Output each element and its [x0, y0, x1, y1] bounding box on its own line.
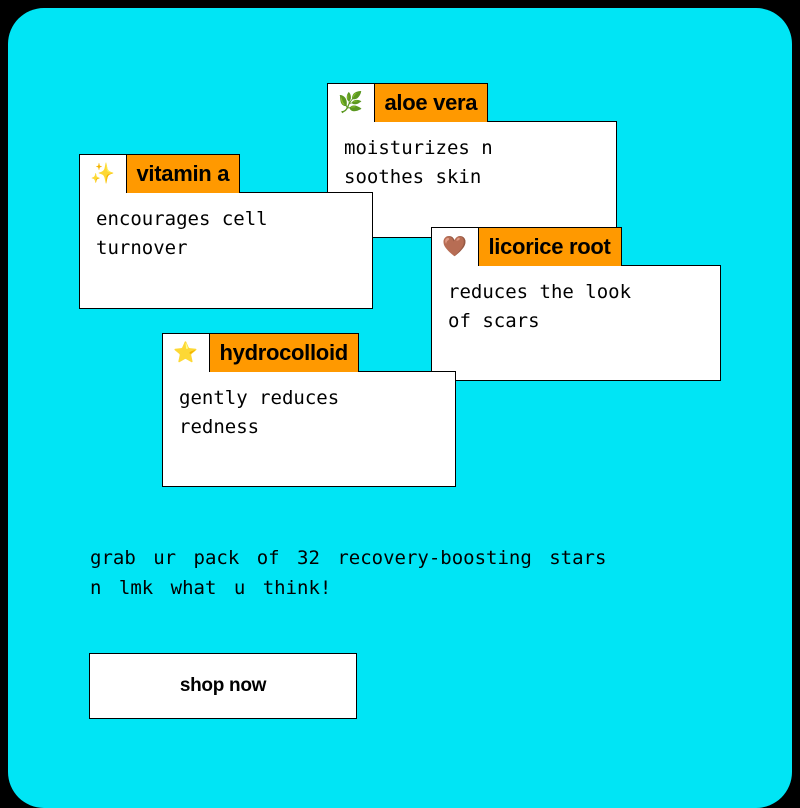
ingredient-card-aloe-vera: 🌿 aloe vera moisturizes n soothes skin [326, 83, 617, 238]
card-title: aloe vera [374, 83, 489, 122]
ingredient-card-vitamin-a: ✨ vitamin a encourages cell turnover [78, 154, 373, 309]
card-description: reduces the look of scars [448, 281, 632, 332]
card-title: vitamin a [126, 154, 241, 193]
card-header: 🤎 licorice root [430, 227, 622, 266]
card-title: licorice root [478, 227, 622, 266]
card-description: encourages cell turnover [96, 208, 268, 259]
herb-icon: 🌿 [326, 83, 375, 122]
promo-tagline: grab ur pack of 32 recovery-boosting sta… [90, 547, 607, 599]
card-title: hydrocolloid [209, 333, 359, 372]
sparkles-icon: ✨ [78, 154, 127, 193]
card-description: gently reduces redness [179, 387, 340, 438]
star-icon: ⭐ [161, 333, 210, 372]
card-header: 🌿 aloe vera [326, 83, 489, 122]
shop-now-button[interactable]: shop now [89, 653, 357, 719]
card-header: ✨ vitamin a [78, 154, 241, 193]
card-header: ⭐ hydrocolloid [161, 333, 359, 372]
ingredient-card-licorice-root: 🤎 licorice root reduces the look of scar… [430, 227, 721, 381]
ingredient-card-hydrocolloid: ⭐ hydrocolloid gently reduces redness [161, 333, 456, 487]
card-description: moisturizes n soothes skin [344, 137, 493, 188]
brown-heart-icon: 🤎 [430, 227, 479, 266]
